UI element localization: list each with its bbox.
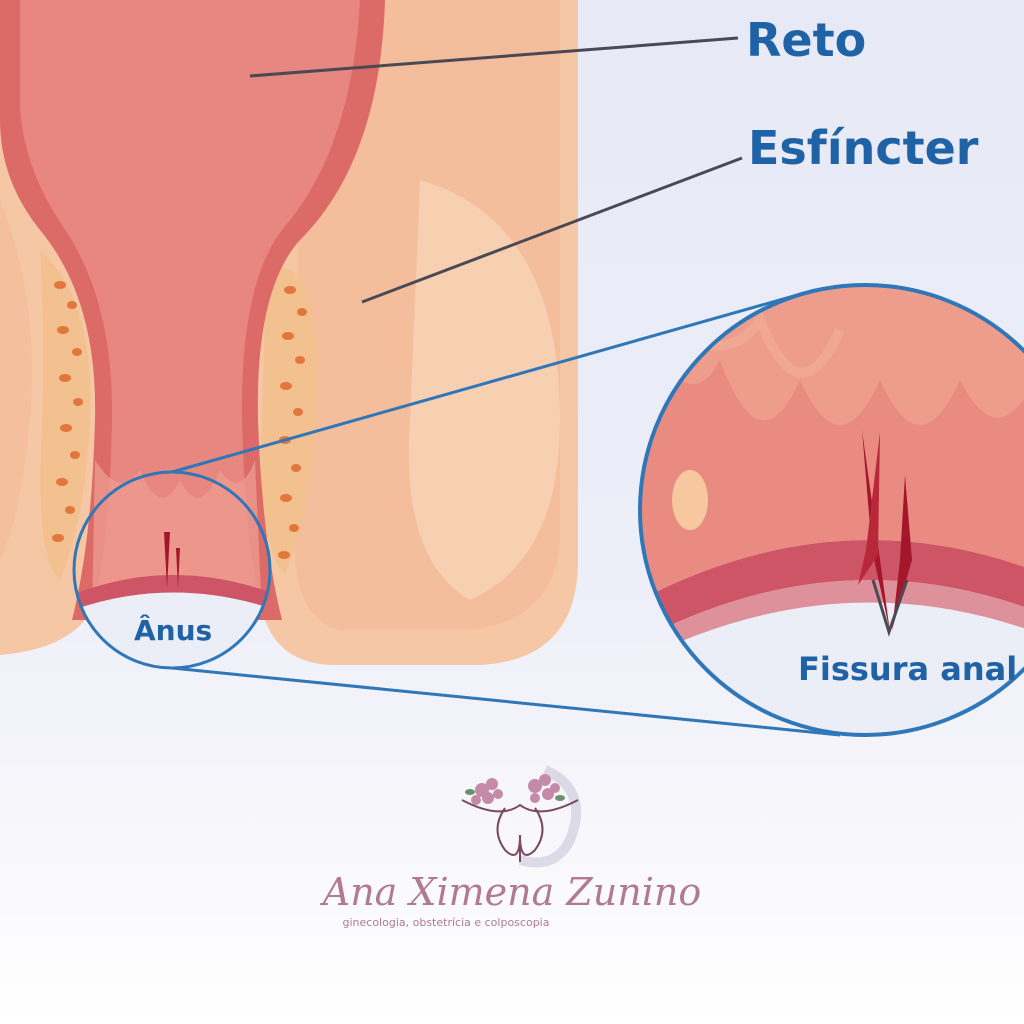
fissure-zoom	[638, 283, 1024, 737]
rectum	[0, 0, 385, 620]
fat-tissue	[40, 250, 319, 580]
label-anus: Ânus	[134, 613, 212, 647]
label-reto: Reto	[746, 13, 866, 67]
uterus-flower-logo-icon	[461, 765, 582, 868]
anus-callout-circle	[72, 470, 272, 670]
brand-name: Ana Ximena Zunino	[320, 870, 701, 914]
label-pointers	[249, 36, 909, 637]
label-esfincter: Esfíncter	[748, 121, 979, 175]
label-fissura-anal: Fissura anal	[798, 650, 1017, 688]
callout-lines	[171, 288, 841, 737]
brand-subtitle: ginecologia, obstetrícia e colposcopia	[343, 916, 550, 929]
